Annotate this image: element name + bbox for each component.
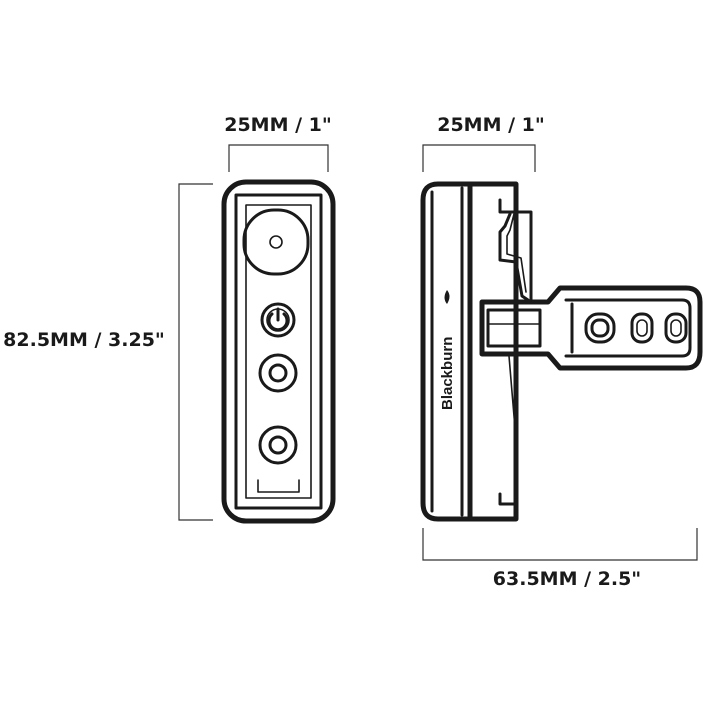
front-width-dimension [228, 144, 329, 172]
height-dimension [178, 183, 213, 521]
side-view: Blackburn [420, 181, 703, 522]
clip-lower [508, 355, 517, 441]
front-button-2 [258, 425, 298, 465]
side-body-front [420, 181, 473, 522]
front-body-outline [221, 179, 336, 524]
mount-hole-1-inner [590, 318, 610, 338]
brand-text: Blackburn [439, 337, 456, 410]
front-view [221, 179, 336, 524]
side-width-dimension [422, 144, 536, 172]
front-lens-center [269, 235, 283, 249]
clip-outer [498, 212, 530, 302]
mount-hole-2 [630, 312, 654, 344]
front-inner-frame [234, 193, 323, 510]
depth-label: 63.5MM / 2.5" [493, 568, 641, 590]
height-label: 82.5MM / 3.25" [3, 329, 165, 351]
front-lens [242, 208, 310, 276]
side-top-step [498, 198, 533, 304]
side-bottom-step [498, 492, 518, 506]
clip-inner [506, 213, 527, 293]
mount-arm-inner [564, 298, 692, 358]
front-button-1 [258, 353, 298, 393]
side-width-label: 25MM / 1" [437, 114, 545, 136]
mount-hole-3-inner [670, 319, 682, 337]
front-bottom-notch [257, 479, 300, 493]
depth-dimension [422, 528, 698, 561]
front-width-label: 25MM / 1" [224, 114, 332, 136]
power-icon [260, 302, 296, 338]
mount-arm-outline [479, 285, 703, 371]
mount-hole-3 [664, 312, 688, 344]
mount-hole-1 [584, 312, 616, 344]
mount-hole-2-inner [636, 319, 648, 337]
front-inner-lip [245, 204, 312, 499]
blackburn-logo-icon [444, 290, 450, 304]
mount-arm-slot [486, 308, 542, 348]
